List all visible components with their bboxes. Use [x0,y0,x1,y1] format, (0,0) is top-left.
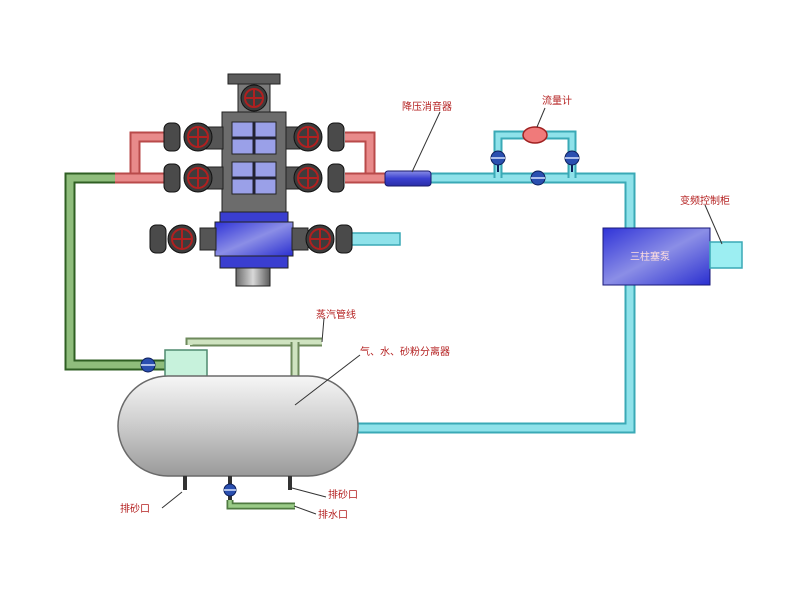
handwheel-icon [163,163,181,193]
label-pump: 三柱塞泵 [630,250,670,263]
label-silencer: 降压消音器 [402,100,452,113]
labels: 降压消音器 流量计 变频控制柜 三柱塞泵 蒸汽管线 气、水、砂粉分离器 排砂口 … [120,94,730,521]
flowmeter-icon [522,126,548,144]
handwheel-valves [149,84,353,254]
hot-pipe [115,131,392,184]
valve-icon [140,357,156,373]
handwheel-icon [149,224,167,254]
label-sand-outlet-right: 排砂口 [328,488,358,501]
handwheel-icon [240,84,268,112]
blue-valves [140,150,580,497]
label-flowmeter: 流量计 [542,94,572,107]
handwheel-icon [183,122,213,152]
separator-tank [117,375,359,510]
label-vapor-pipe: 蒸汽管线 [316,308,356,321]
handwheel-icon [167,224,197,254]
handwheel-icon [183,163,213,193]
label-separator: 气、水、砂粉分离器 [360,345,450,358]
handwheel-icon [327,122,345,152]
label-frequency-panel: 变频控制柜 [680,194,730,207]
handwheel-icon [163,122,181,152]
vapor-pipe [164,337,322,379]
handwheel-icon [327,163,345,193]
label-sand-outlet-left: 排砂口 [120,502,150,515]
valve-icon [564,150,580,172]
valve-icon [530,170,546,186]
silencer [384,170,432,187]
handwheel-icon [293,122,323,152]
handwheel-icon [305,224,335,254]
handwheel-icon [293,163,323,193]
return-pipe [64,172,175,371]
valve-icon [223,483,237,497]
label-drain: 排水口 [318,508,348,521]
leader-lines [161,107,723,515]
pump-icon [602,227,743,286]
handwheel-icon [335,224,353,254]
valve-icon [490,150,506,172]
